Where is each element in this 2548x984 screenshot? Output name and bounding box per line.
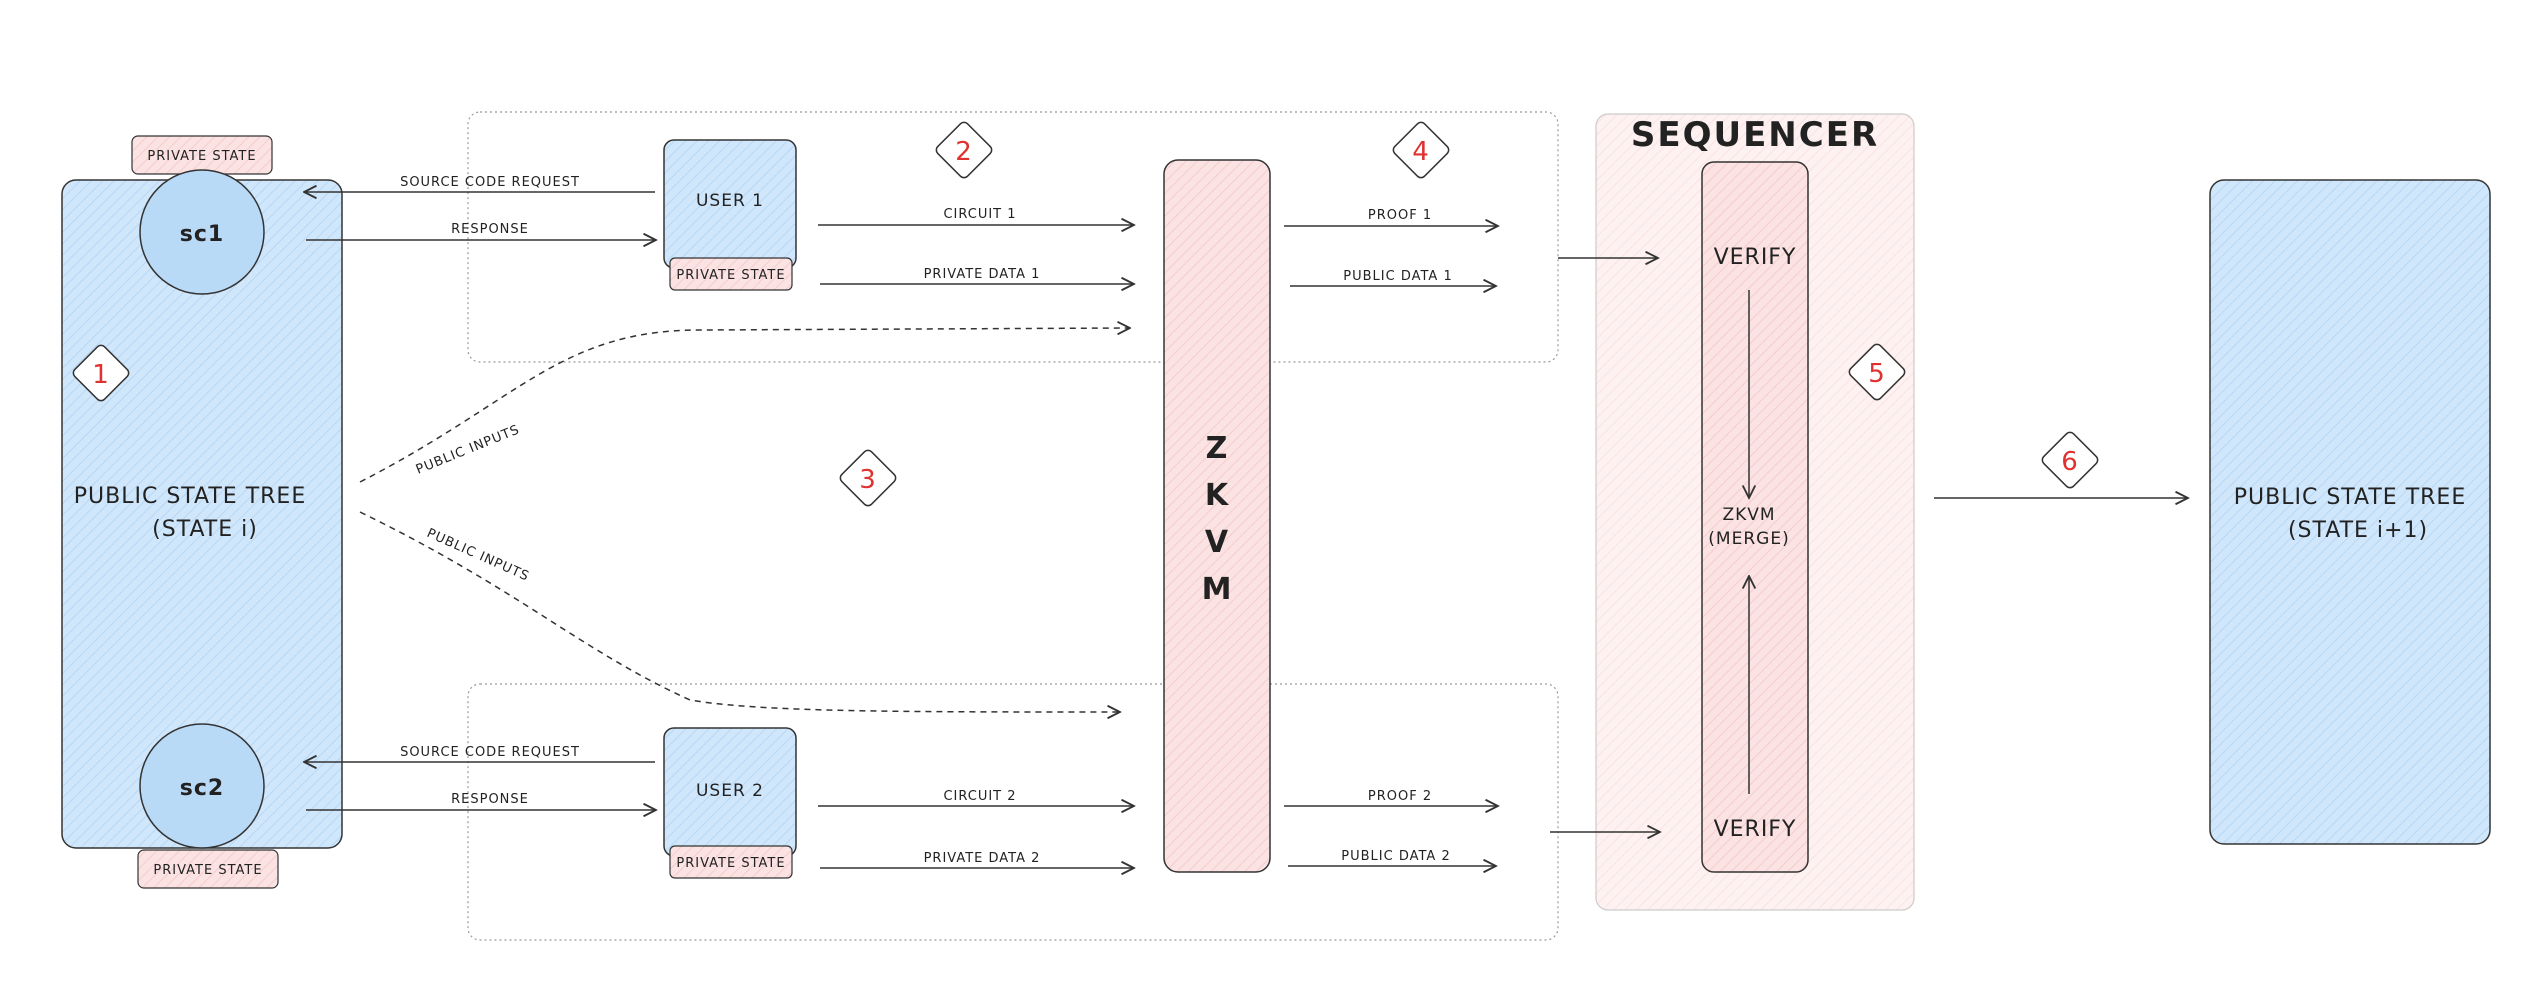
step-4-badge: 4 [1392,121,1450,179]
verify-bottom: VERIFY [1714,817,1797,842]
user2-source-request-label: SOURCE CODE REQUEST [400,745,580,760]
zkvm-column [1163,159,1271,873]
step-3-number: 3 [859,465,877,495]
user2-private-state: PRIVATE STATE [676,856,785,871]
right-public-state-tree [2209,179,2491,845]
public-inputs-bottom-curve [359,511,1120,712]
sequencer-inner-column [1701,161,1809,873]
step-5-number: 5 [1868,359,1886,389]
step-1-badge: 1 [72,344,130,402]
user2-private-state-box [669,845,793,879]
public-data1-label: PUBLIC DATA 1 [1343,269,1452,284]
merge-label-line2: (MERGE) [1708,529,1789,549]
step-5-badge: 5 [1848,343,1906,401]
step-2-badge: 2 [935,121,993,179]
sc2-circle [139,723,265,849]
left-private-state-top: PRIVATE STATE [147,149,256,164]
left-private-state-bottom: PRIVATE STATE [153,863,262,878]
public-inputs-top-curve [359,328,1130,483]
zkvm-letter-v: V [1205,525,1229,560]
sc1-circle [139,169,265,295]
user1-source-request-label: SOURCE CODE REQUEST [400,175,580,190]
user2-response-label: RESPONSE [451,792,529,807]
merge-label-line1: ZKVM [1722,505,1775,525]
sc2-label: sc2 [180,776,224,801]
zkvm-letter-k: K [1205,478,1230,513]
left-tree-label-line2: (STATE i) [152,517,258,542]
sc1-label: sc1 [180,222,224,247]
private-data1-label: PRIVATE DATA 1 [924,267,1041,282]
user1-private-state: PRIVATE STATE [676,268,785,283]
zkvm-letter-m: M [1202,572,1233,607]
user2-label: USER 2 [696,781,764,801]
public-inputs-top-label: PUBLIC INPUTS [414,422,522,477]
step-2-number: 2 [955,137,973,167]
user1-response-label: RESPONSE [451,222,529,237]
verify-top: VERIFY [1714,245,1797,270]
public-data2-label: PUBLIC DATA 2 [1341,849,1450,864]
left-private-state-bottom-box [137,849,279,889]
proof2-label: PROOF 2 [1368,789,1432,804]
user1-label: USER 1 [696,191,764,211]
user1-private-state-box [669,257,793,291]
left-tree-label-line1: PUBLIC STATE TREE [74,484,306,509]
zkvm-letter-z: Z [1206,431,1229,466]
user2-group-frame [467,683,1559,941]
circuit1-label: CIRCUIT 1 [943,207,1016,222]
step-6-badge: 6 [2041,431,2099,489]
right-tree-label-line1: PUBLIC STATE TREE [2234,485,2466,510]
sequencer-title: SEQUENCER [1631,115,1879,155]
circuit2-label: CIRCUIT 2 [943,789,1016,804]
step-4-number: 4 [1412,137,1430,167]
step-6-number: 6 [2061,447,2079,477]
step-1-number: 1 [92,360,110,390]
proof1-label: PROOF 1 [1368,208,1432,223]
step-3-badge: 3 [839,449,897,507]
private-data2-label: PRIVATE DATA 2 [924,851,1041,866]
right-tree-label-line2: (STATE i+1) [2288,518,2428,543]
